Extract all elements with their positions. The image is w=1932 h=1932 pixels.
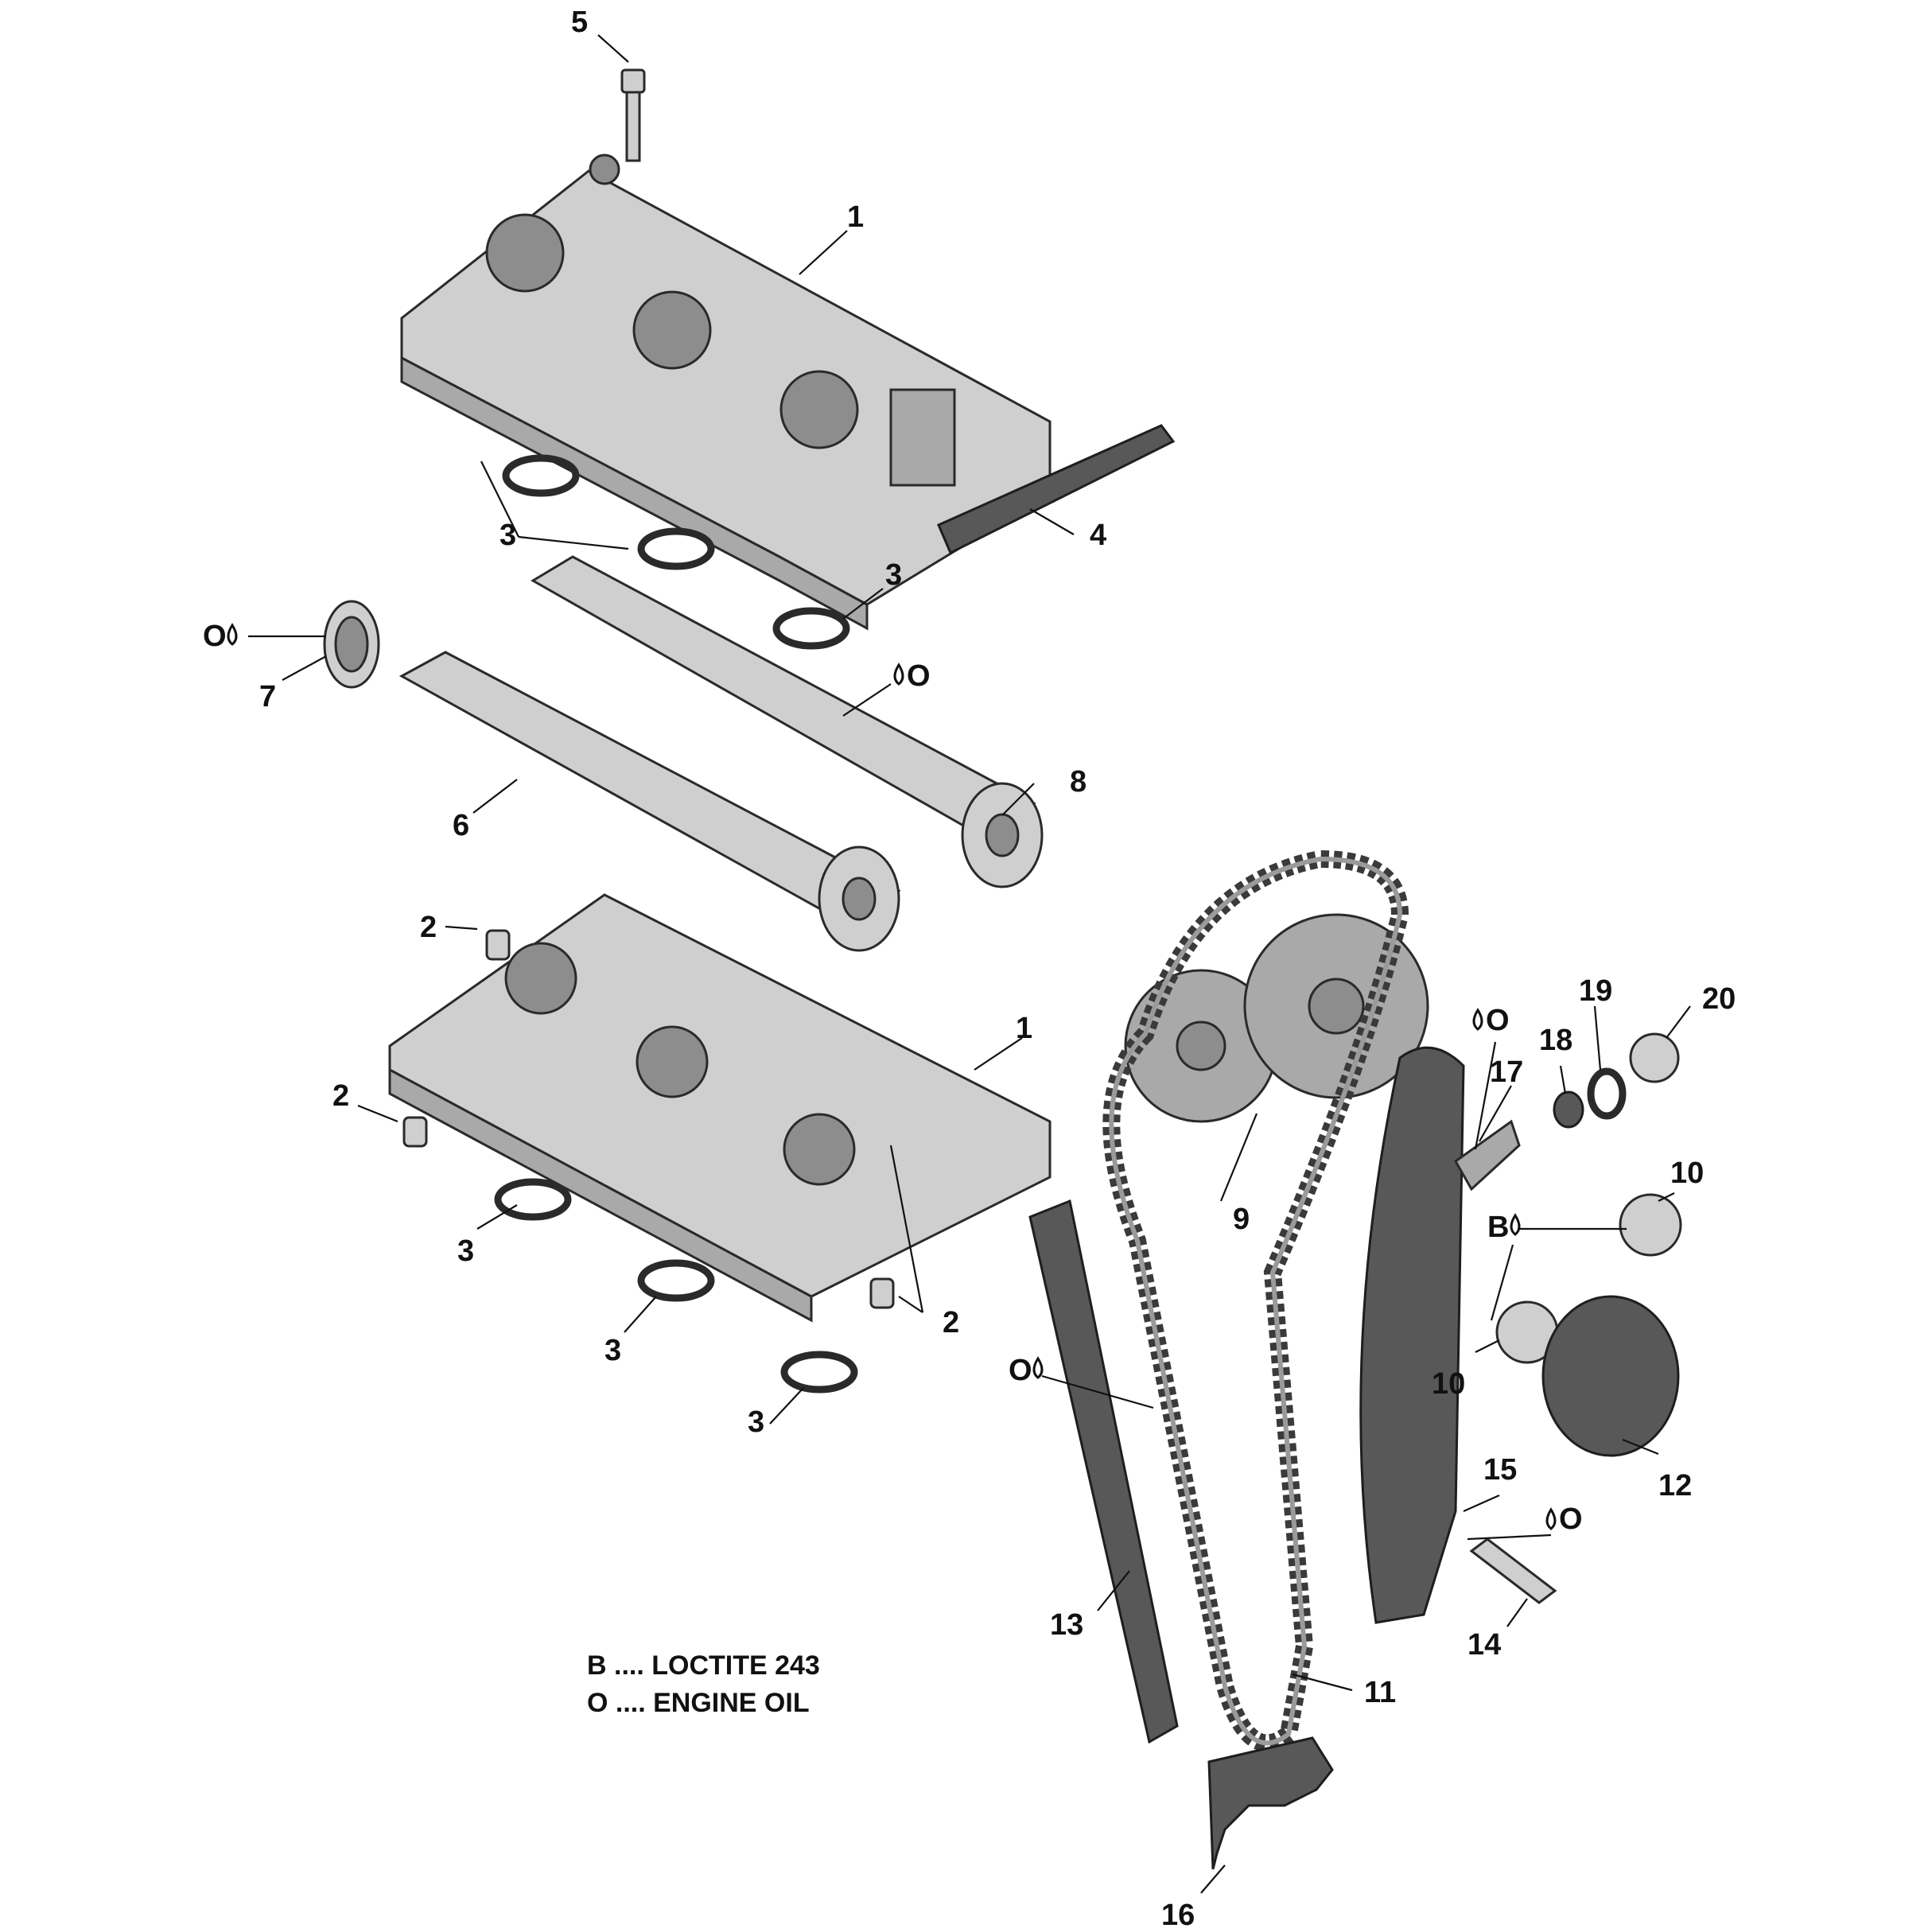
drop-icon bbox=[1545, 1507, 1557, 1530]
callout-6: 6 bbox=[453, 809, 469, 842]
part-3-seal-rings-lower bbox=[494, 1178, 858, 1394]
leader-lines bbox=[248, 34, 1691, 1894]
callout-19: 19 bbox=[1579, 974, 1612, 1008]
oil-mark-part-14: O bbox=[1545, 1502, 1583, 1536]
callout-10-b: 10 bbox=[1432, 1367, 1465, 1401]
part-18-spring bbox=[1553, 1090, 1584, 1129]
callout-4: 4 bbox=[1090, 519, 1106, 552]
callout-3-a: 3 bbox=[500, 519, 516, 552]
callout-1-top: 1 bbox=[847, 200, 864, 234]
callout-18: 18 bbox=[1539, 1024, 1572, 1057]
oil-mark-part-17: O bbox=[1472, 1004, 1510, 1037]
legend-loctite: B .... LOCTITE 243 bbox=[587, 1650, 820, 1681]
part-13-chain-guide bbox=[1028, 1199, 1179, 1744]
callout-17: 17 bbox=[1490, 1055, 1523, 1089]
callout-8: 8 bbox=[1070, 765, 1087, 799]
oil-mark-part-13: O bbox=[1009, 1354, 1044, 1387]
callout-14: 14 bbox=[1467, 1628, 1501, 1662]
callout-1-bottom: 1 bbox=[1016, 1012, 1032, 1045]
svg-text:O: O bbox=[1559, 1502, 1583, 1536]
part-3-seal-rings-upper bbox=[502, 454, 850, 650]
svg-text:O: O bbox=[203, 620, 227, 653]
part-2-dowel-pins bbox=[402, 929, 895, 1309]
drop-icon bbox=[1032, 1356, 1044, 1379]
drop-icon bbox=[227, 623, 238, 646]
svg-text:O: O bbox=[907, 659, 931, 693]
callout-2-a: 2 bbox=[420, 911, 437, 944]
part-10-bolts bbox=[1495, 1193, 1682, 1364]
callout-3-c: 3 bbox=[457, 1234, 474, 1268]
callout-9: 9 bbox=[1233, 1203, 1250, 1236]
part-8-camshaft-intake bbox=[531, 555, 1044, 888]
callout-7: 7 bbox=[259, 680, 276, 713]
callout-3-b: 3 bbox=[885, 558, 902, 592]
svg-text:B: B bbox=[1487, 1211, 1509, 1244]
callout-10-a: 10 bbox=[1670, 1156, 1704, 1190]
legend: B .... LOCTITE 243 O .... ENGINE OIL bbox=[587, 1650, 820, 1718]
part-11-timing-chain bbox=[1102, 849, 1409, 1752]
part-1-camshaft-carrier-lower bbox=[388, 893, 1052, 1323]
part-19-seal-ring bbox=[1587, 1067, 1627, 1120]
part-12-trigger-wheel bbox=[1541, 1295, 1680, 1457]
part-6-camshaft-exhaust bbox=[398, 651, 901, 952]
callout-15: 15 bbox=[1483, 1453, 1517, 1487]
callout-2-b: 2 bbox=[332, 1079, 349, 1113]
part-9-sprockets bbox=[1124, 913, 1429, 1123]
part-15-tensioner-rail bbox=[1359, 1046, 1465, 1624]
part-1-camshaft-carrier-upper bbox=[400, 154, 1052, 631]
callout-11: 11 bbox=[1364, 1676, 1396, 1709]
callout-3-e: 3 bbox=[748, 1405, 764, 1439]
svg-text:O: O bbox=[1486, 1004, 1510, 1037]
part-4-guide-rail bbox=[937, 424, 1176, 555]
oil-mark-camshaft: O bbox=[893, 659, 931, 693]
callout-16: 16 bbox=[1161, 1899, 1195, 1932]
callout-2-c: 2 bbox=[943, 1306, 959, 1339]
callout-3-d: 3 bbox=[604, 1334, 621, 1367]
oil-mark-part-7: O bbox=[203, 620, 238, 653]
part-16-lower-guide bbox=[1207, 1736, 1334, 1870]
part-20-plug bbox=[1629, 1032, 1680, 1083]
drop-icon bbox=[1472, 1008, 1483, 1031]
callout-13: 13 bbox=[1050, 1608, 1083, 1642]
svg-text:O: O bbox=[1009, 1354, 1032, 1387]
part-14-pin bbox=[1469, 1537, 1557, 1604]
legend-engine-oil: O .... ENGINE OIL bbox=[587, 1688, 810, 1718]
adhesive-mark-part-10: B bbox=[1487, 1211, 1521, 1244]
callout-20: 20 bbox=[1702, 982, 1736, 1016]
drop-icon bbox=[1510, 1213, 1521, 1236]
part-17-tensioner bbox=[1454, 1119, 1521, 1191]
drop-icon bbox=[893, 663, 904, 686]
callout-5: 5 bbox=[571, 6, 588, 39]
part-7-bearing-sleeve bbox=[323, 600, 380, 689]
part-5-bolt bbox=[620, 68, 646, 162]
callout-12: 12 bbox=[1658, 1469, 1692, 1502]
